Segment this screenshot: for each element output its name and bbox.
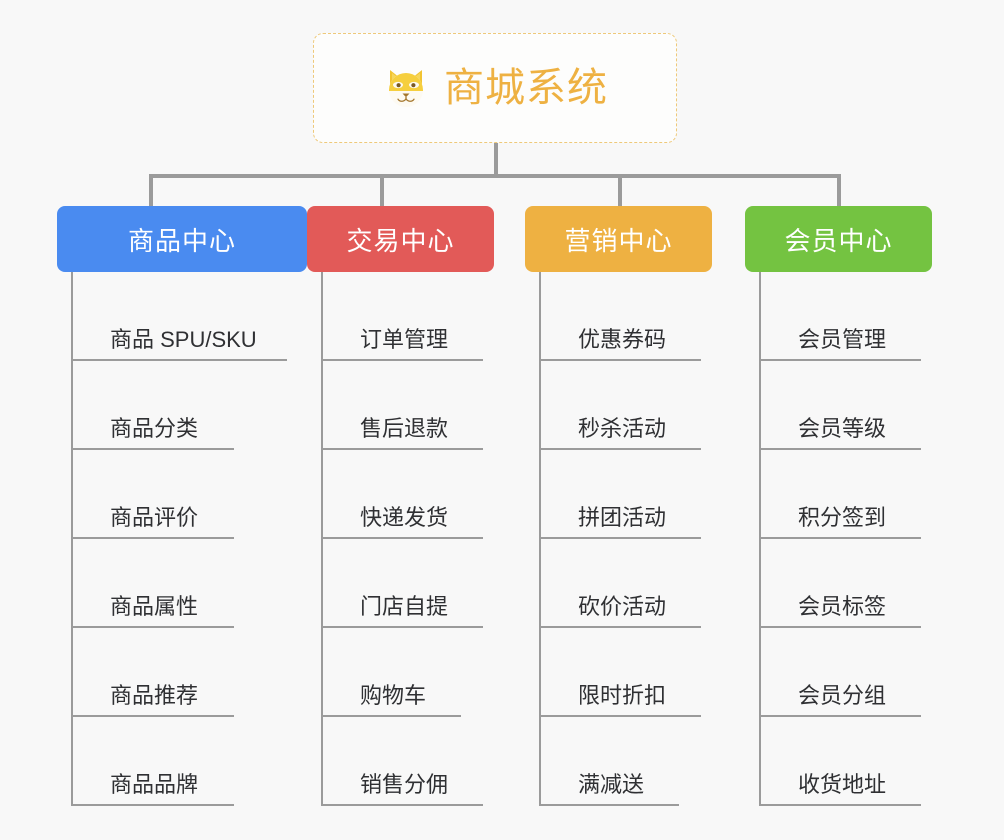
list-item[interactable]: 会员管理 — [761, 272, 995, 361]
leaf-underline — [73, 537, 234, 539]
leaf-label: 门店自提 — [360, 594, 449, 619]
category-label: 营销中心 — [564, 225, 673, 256]
leaf-label: 快递发货 — [360, 505, 449, 530]
leaf-underline — [541, 537, 701, 539]
leaf-underline — [73, 715, 234, 717]
list-item[interactable]: 快递发货 — [323, 450, 557, 539]
list-item[interactable]: 商品评价 — [73, 450, 307, 539]
leaf-underline — [323, 804, 483, 806]
branch-column-product: 商品中心 商品 SPU/SKU 商品分类 商品评价 商品属性 商品推荐 — [57, 206, 307, 806]
leaf-underline — [541, 626, 701, 628]
category-label: 会员中心 — [784, 225, 893, 256]
shiba-dog-face-icon — [382, 64, 430, 112]
leaf-underline — [323, 715, 461, 717]
leaf-label: 限时折扣 — [578, 683, 667, 708]
leaf-underline — [323, 626, 483, 628]
list-item[interactable]: 秒杀活动 — [541, 361, 775, 450]
leaf-underline — [761, 537, 921, 539]
list-item[interactable]: 商品 SPU/SKU — [73, 272, 307, 361]
list-item[interactable]: 购物车 — [323, 628, 557, 717]
list-item[interactable]: 积分签到 — [761, 450, 995, 539]
connector-drop-4 — [837, 174, 841, 208]
leaf-underline — [323, 448, 483, 450]
leaf-list-marketing: 优惠券码 秒杀活动 拼团活动 砍价活动 限时折扣 满减送 — [539, 272, 775, 806]
list-item[interactable]: 商品品牌 — [73, 717, 307, 806]
connector-stem — [494, 143, 498, 176]
branch-column-marketing: 营销中心 优惠券码 秒杀活动 拼团活动 砍价活动 限时折扣 — [525, 206, 775, 806]
leaf-label: 销售分佣 — [360, 772, 449, 797]
leaf-underline — [761, 359, 921, 361]
leaf-label: 商品评价 — [110, 505, 199, 530]
leaf-underline — [73, 804, 234, 806]
list-item[interactable]: 商品推荐 — [73, 628, 307, 717]
list-item[interactable]: 拼团活动 — [541, 450, 775, 539]
list-item[interactable]: 满减送 — [541, 717, 775, 806]
list-item[interactable]: 销售分佣 — [323, 717, 557, 806]
leaf-label: 会员标签 — [798, 594, 887, 619]
leaf-underline — [323, 537, 483, 539]
leaf-label: 会员等级 — [798, 416, 887, 441]
leaf-label: 商品推荐 — [110, 683, 199, 708]
leaf-label: 满减送 — [578, 772, 645, 797]
root-title: 商城系统 — [444, 66, 608, 110]
leaf-label: 优惠券码 — [578, 327, 667, 352]
leaf-label: 商品分类 — [110, 416, 199, 441]
leaf-underline — [541, 359, 701, 361]
leaf-underline — [73, 359, 287, 361]
leaf-label: 订单管理 — [360, 327, 449, 352]
list-item[interactable]: 收货地址 — [761, 717, 995, 806]
leaf-label: 会员分组 — [798, 683, 887, 708]
list-item[interactable]: 门店自提 — [323, 539, 557, 628]
list-item[interactable]: 优惠券码 — [541, 272, 775, 361]
category-label: 商品中心 — [127, 225, 236, 256]
connector-drop-3 — [618, 174, 622, 208]
leaf-underline — [761, 715, 921, 717]
category-label: 交易中心 — [346, 225, 455, 256]
branch-column-trade: 交易中心 订单管理 售后退款 快递发货 门店自提 购物车 — [307, 206, 557, 806]
list-item[interactable]: 商品属性 — [73, 539, 307, 628]
list-item[interactable]: 商品分类 — [73, 361, 307, 450]
leaf-label: 商品品牌 — [110, 772, 199, 797]
connector-horizontal-bar — [149, 174, 841, 178]
leaf-label: 收货地址 — [798, 772, 887, 797]
leaf-label: 商品属性 — [110, 594, 199, 619]
leaf-label: 秒杀活动 — [578, 416, 667, 441]
leaf-underline — [541, 448, 701, 450]
list-item[interactable]: 会员标签 — [761, 539, 995, 628]
leaf-label: 拼团活动 — [578, 505, 667, 530]
list-item[interactable]: 会员分组 — [761, 628, 995, 717]
leaf-underline — [541, 804, 679, 806]
root-node[interactable]: 商城系统 — [313, 33, 677, 143]
leaf-underline — [761, 448, 921, 450]
connector-drop-2 — [380, 174, 384, 208]
leaf-underline — [73, 448, 234, 450]
list-item[interactable]: 限时折扣 — [541, 628, 775, 717]
leaf-list-product: 商品 SPU/SKU 商品分类 商品评价 商品属性 商品推荐 商品品牌 — [71, 272, 307, 806]
list-item[interactable]: 会员等级 — [761, 361, 995, 450]
list-item[interactable]: 订单管理 — [323, 272, 557, 361]
category-box-member[interactable]: 会员中心 — [745, 206, 932, 272]
list-item[interactable]: 售后退款 — [323, 361, 557, 450]
leaf-label: 商品 SPU/SKU — [110, 327, 257, 352]
leaf-label: 积分签到 — [798, 505, 887, 530]
leaf-label: 购物车 — [360, 683, 427, 708]
leaf-underline — [73, 626, 234, 628]
leaf-underline — [761, 626, 921, 628]
leaf-list-member: 会员管理 会员等级 积分签到 会员标签 会员分组 收货地址 — [759, 272, 995, 806]
leaf-underline — [541, 715, 701, 717]
category-box-product[interactable]: 商品中心 — [57, 206, 307, 272]
leaf-label: 会员管理 — [798, 327, 887, 352]
leaf-list-trade: 订单管理 售后退款 快递发货 门店自提 购物车 销售分佣 — [321, 272, 557, 806]
leaf-label: 砍价活动 — [578, 594, 667, 619]
list-item[interactable]: 砍价活动 — [541, 539, 775, 628]
leaf-underline — [323, 359, 483, 361]
category-box-trade[interactable]: 交易中心 — [307, 206, 494, 272]
connector-drop-1 — [149, 174, 153, 208]
leaf-label: 售后退款 — [360, 416, 449, 441]
leaf-underline — [761, 804, 921, 806]
branch-column-member: 会员中心 会员管理 会员等级 积分签到 会员标签 会员分组 — [745, 206, 995, 806]
category-box-marketing[interactable]: 营销中心 — [525, 206, 712, 272]
